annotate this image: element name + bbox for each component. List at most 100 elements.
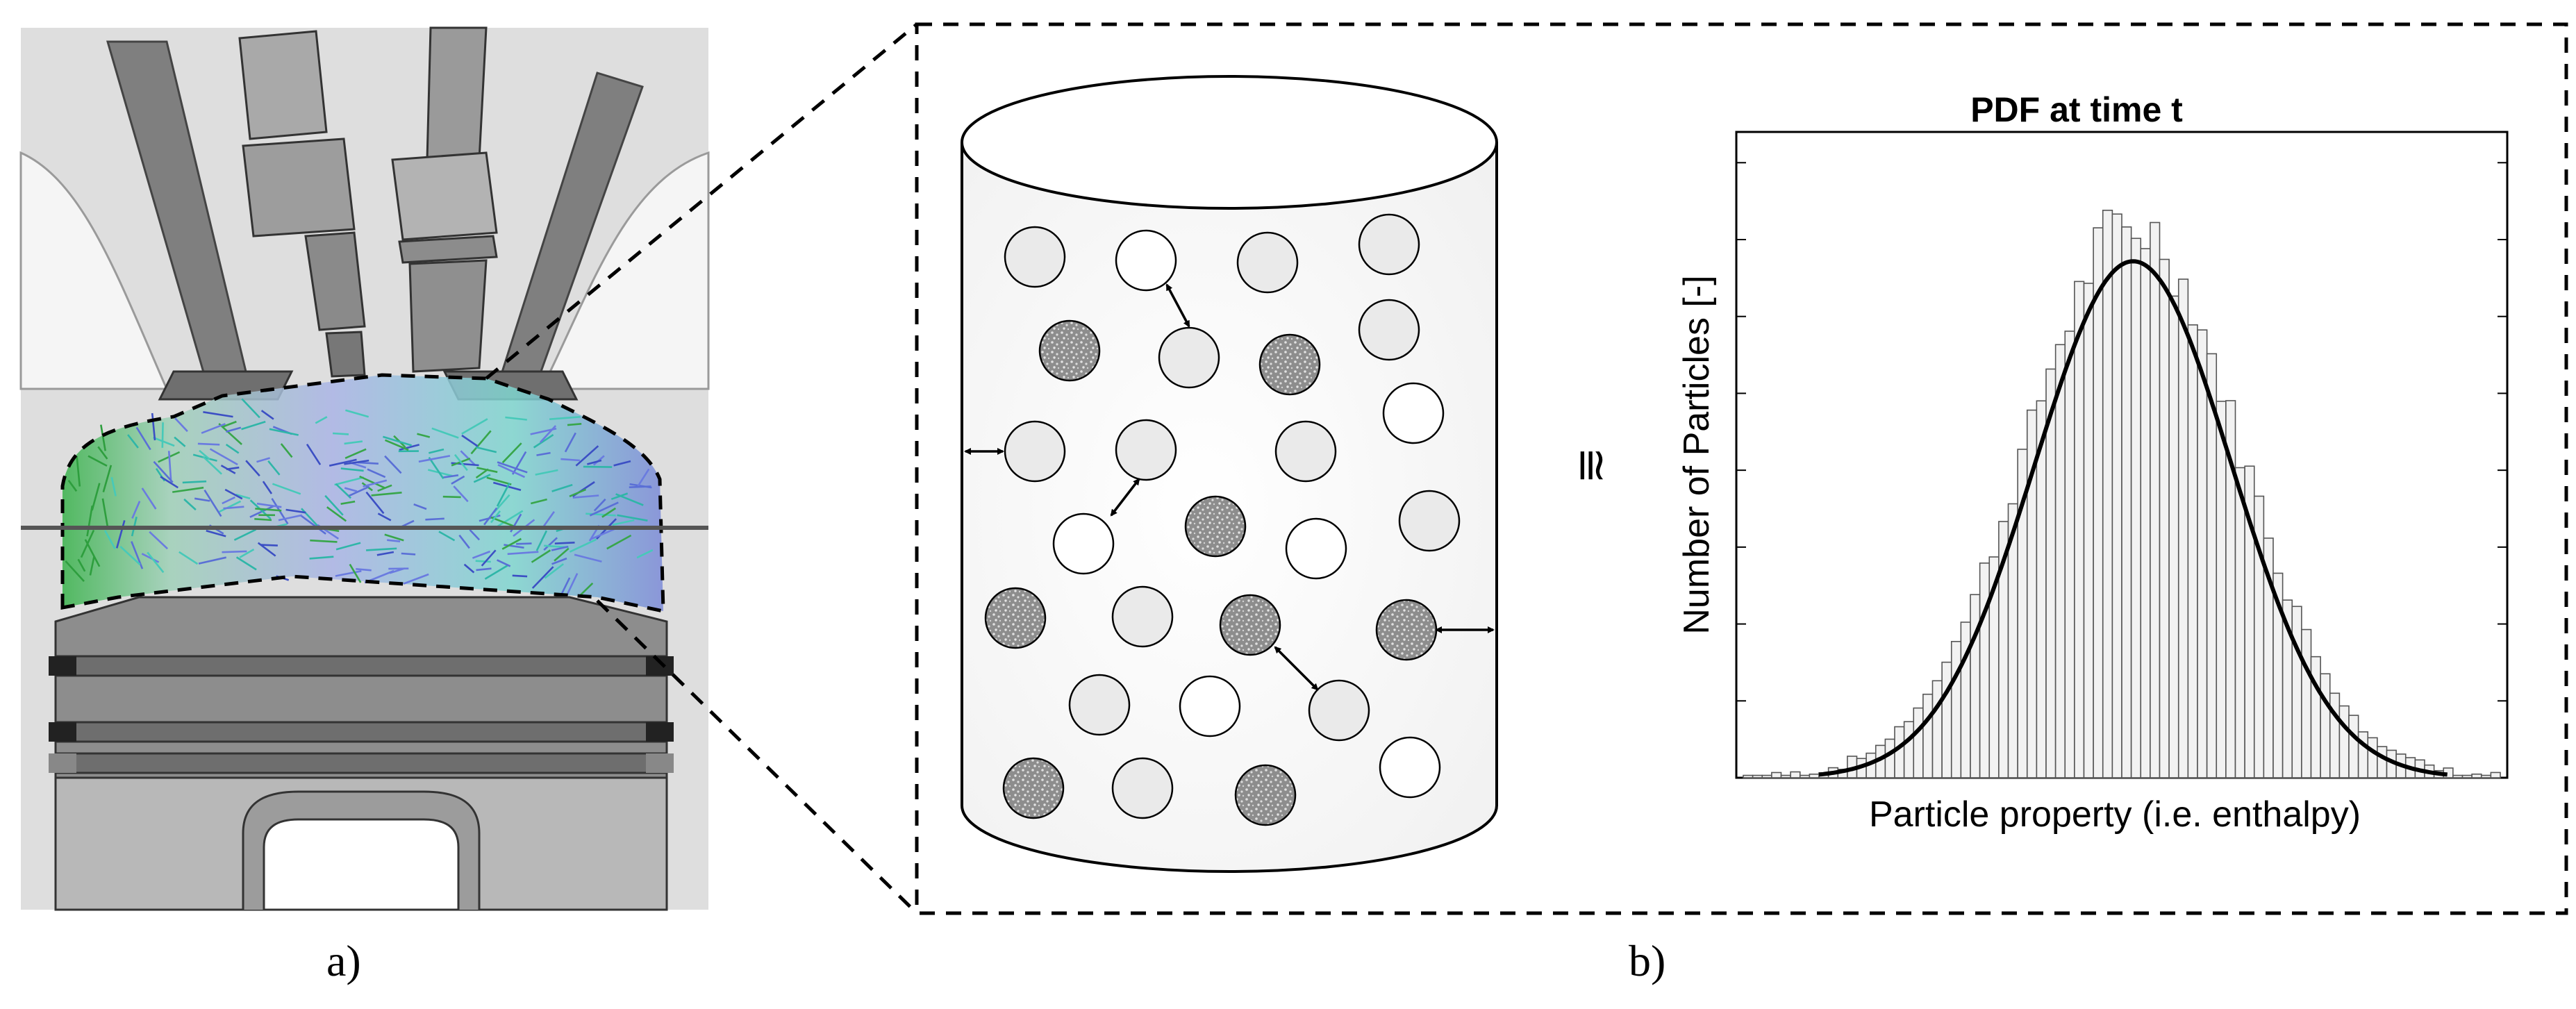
- flow-vector: [198, 556, 226, 565]
- flow-vector: [475, 560, 491, 563]
- particle: [1052, 512, 1115, 575]
- flow-vector: [461, 418, 488, 435]
- flow-vector: [383, 435, 412, 447]
- flow-vector: [531, 549, 551, 563]
- flow-vector: [490, 510, 501, 524]
- flow-vector: [223, 506, 244, 510]
- flow-vector: [245, 460, 260, 477]
- particle: [1358, 213, 1420, 276]
- flow-vector: [481, 549, 497, 567]
- histogram-bar: [1752, 774, 1763, 778]
- flow-vector: [371, 492, 402, 497]
- interaction-arrow: [1165, 283, 1190, 328]
- flow-vector: [554, 547, 570, 562]
- histogram-bar: [2083, 283, 2094, 778]
- flow-vector: [617, 514, 648, 522]
- flow-vector: [160, 476, 178, 489]
- flow-vector: [201, 423, 226, 434]
- flow-vector: [470, 430, 492, 455]
- x-axis-label: Particle property (i.e. enthalpy): [1869, 794, 2361, 835]
- histogram-bar: [2074, 281, 2085, 778]
- histogram-bar: [2480, 774, 2492, 778]
- flow-vector: [589, 501, 619, 517]
- flow-vector: [601, 507, 617, 518]
- flow-vector: [606, 534, 632, 550]
- gaussian-fit-curve: [1818, 259, 2448, 777]
- flow-vector: [340, 500, 356, 505]
- histogram-bar: [2338, 705, 2350, 778]
- particle: [1068, 674, 1131, 736]
- flow-vector: [233, 528, 257, 541]
- flow-vector: [387, 539, 401, 542]
- flow-vector: [202, 456, 222, 475]
- y-axis-label: Number of Particles [-]: [1677, 275, 1717, 634]
- histogram-bar: [2130, 237, 2142, 778]
- histogram-bar: [2177, 278, 2189, 778]
- flow-vector: [182, 480, 207, 484]
- flow-vector: [262, 481, 273, 494]
- flow-vector: [100, 424, 106, 451]
- flow-vector: [425, 517, 444, 521]
- particle-dense: [984, 587, 1047, 649]
- particle: [1111, 585, 1174, 648]
- flow-vector: [564, 432, 576, 453]
- histogram-bar: [2093, 227, 2104, 778]
- flow-vector: [88, 455, 108, 467]
- histogram-bar: [1922, 693, 1934, 778]
- particle: [1179, 675, 1241, 737]
- flow-vector: [541, 510, 555, 529]
- histogram-bar: [2234, 467, 2245, 778]
- flow-vector: [399, 444, 420, 451]
- particle: [1115, 229, 1177, 292]
- flow-vector: [235, 493, 251, 500]
- flow-vector: [335, 570, 362, 577]
- flow-vector: [348, 485, 370, 497]
- flow-vector: [418, 455, 451, 463]
- flow-vector: [89, 556, 95, 576]
- flow-vector: [359, 475, 385, 489]
- flow-vector: [535, 469, 558, 476]
- histogram-bar: [1903, 721, 1915, 778]
- histogram-bar: [2310, 656, 2321, 778]
- histogram-bar: [1790, 771, 1801, 778]
- injector: [238, 30, 366, 378]
- flow-vectors: [65, 398, 654, 601]
- flow-vector: [472, 550, 491, 559]
- flow-vector: [254, 518, 272, 522]
- flow-vector: [451, 475, 465, 485]
- histogram-bar: [2150, 222, 2161, 778]
- histogram-bar: [1941, 661, 1952, 778]
- histogram-bar: [1780, 774, 1791, 778]
- histogram-bar: [2216, 401, 2227, 778]
- flow-vector: [183, 498, 197, 511]
- particle-group: [984, 213, 1461, 826]
- flow-vector: [84, 539, 101, 567]
- flow-vector: [539, 425, 557, 443]
- flow-vector: [530, 498, 547, 505]
- flow-vector: [593, 498, 606, 512]
- zoom-line-top: [485, 23, 918, 380]
- flow-vector: [209, 448, 238, 466]
- histogram-bar: [2348, 715, 2359, 778]
- flow-vector: [340, 467, 364, 472]
- flow-vector: [384, 455, 402, 474]
- flow-vector: [256, 457, 270, 463]
- flow-vector: [199, 449, 210, 460]
- flow-vector: [579, 582, 594, 597]
- flow-vector: [554, 542, 575, 544]
- histogram-bar: [1913, 707, 1924, 778]
- interaction-arrow: [1110, 478, 1140, 517]
- histogram-bar: [2054, 344, 2066, 778]
- histogram-bar: [1771, 772, 1782, 778]
- flow-vector: [377, 512, 392, 522]
- flow-vector: [569, 488, 587, 497]
- flow-vector: [272, 483, 301, 495]
- histogram-bars: [1743, 210, 2501, 778]
- panel-b-label: b): [1629, 936, 1665, 985]
- mixing-arrows: [964, 283, 1495, 691]
- histogram-bar: [2187, 324, 2198, 778]
- histogram-bar: [2452, 774, 2463, 778]
- flow-vector: [172, 486, 204, 493]
- flow-vector: [67, 479, 78, 492]
